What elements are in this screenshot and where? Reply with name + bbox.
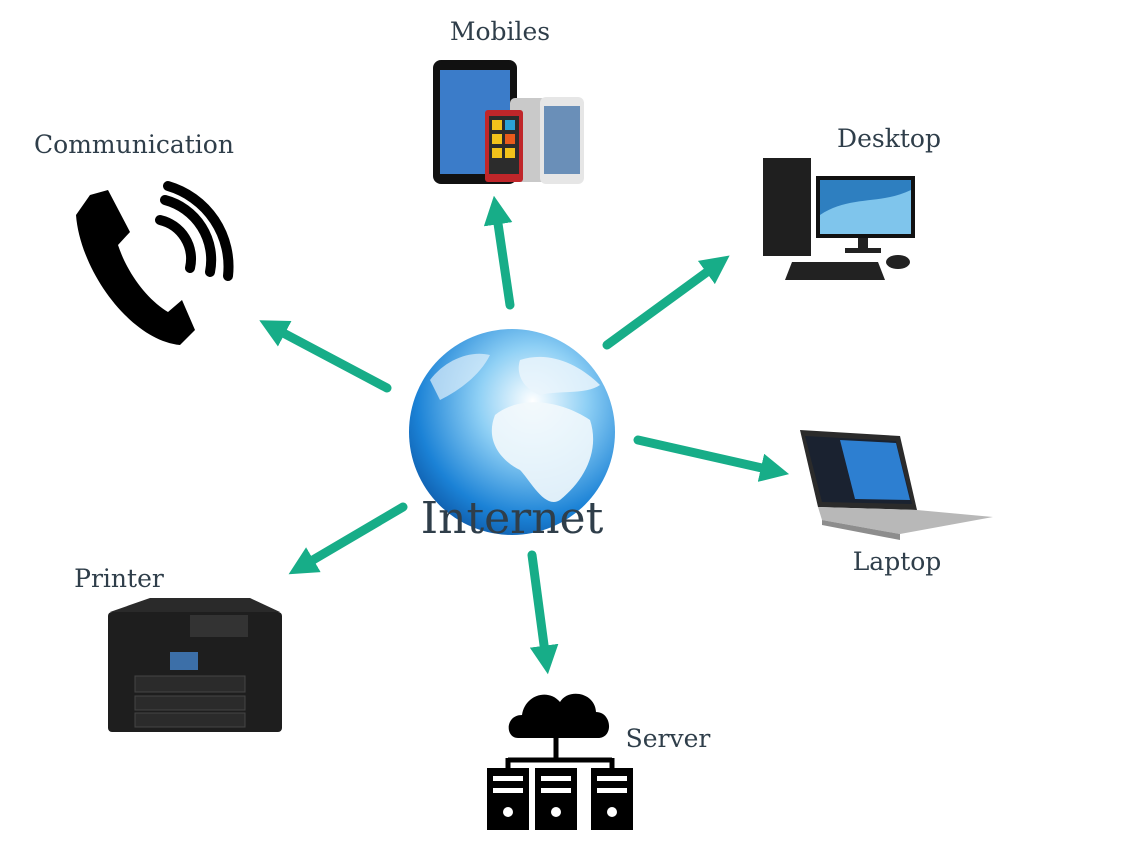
mobiles-icon (433, 60, 584, 184)
printer-icon (108, 598, 282, 732)
desktop-label: Desktop (837, 124, 941, 153)
arrow-to-mobiles (483, 195, 515, 310)
connection-arrows (259, 195, 790, 675)
phone-icon (76, 181, 234, 345)
printer-label: Printer (74, 564, 164, 593)
arrow-to-desktop (602, 255, 730, 350)
laptop-icon (800, 430, 993, 540)
server-label: Server (626, 724, 711, 753)
cloud-server-icon (487, 693, 633, 830)
mobiles-label: Mobiles (450, 17, 550, 46)
arrow-to-printer (288, 502, 408, 575)
arrow-to-server (527, 550, 559, 675)
communication-label: Communication (34, 130, 234, 159)
globe-icon (409, 329, 615, 535)
internet-label: Internet (421, 493, 604, 544)
arrow-to-communication (259, 320, 392, 393)
desktop-icon (763, 158, 915, 280)
arrow-to-laptop (633, 435, 790, 482)
laptop-label: Laptop (853, 547, 942, 576)
